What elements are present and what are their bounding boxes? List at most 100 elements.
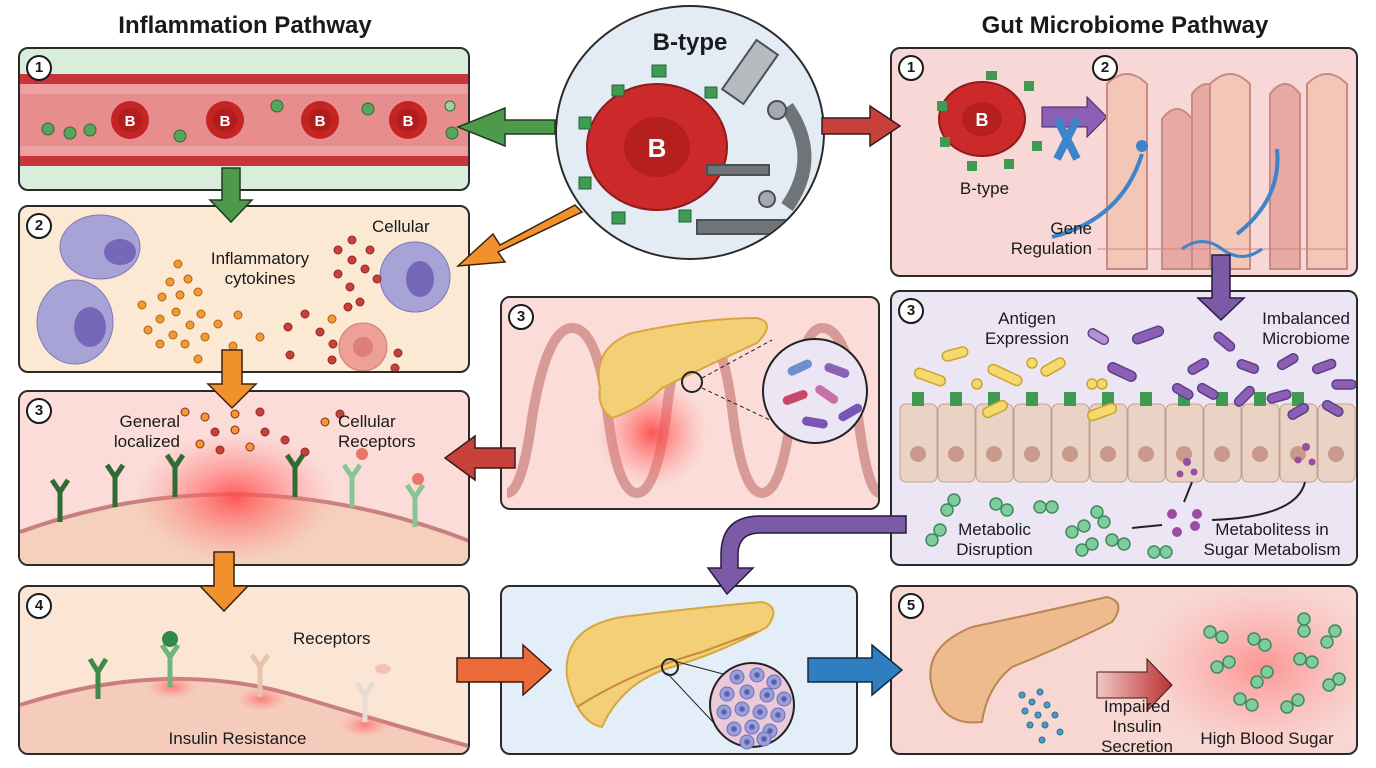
pancreas-icon: [565, 600, 775, 729]
macrophage-icon: [379, 241, 451, 313]
microscope-icon: [696, 38, 812, 235]
gut-step3-panel: 3 Antigen Expression Imbalanced Microbio…: [890, 290, 1358, 566]
pancreas-panel: [500, 585, 858, 755]
receptor-icons: [49, 453, 306, 522]
antigen-icon: [1254, 392, 1266, 406]
impaired-insulin-secretion-label: Impaired Insulin Secretion: [1101, 697, 1173, 755]
step-number-badge: 2: [1092, 55, 1118, 81]
gene-regulation-arrow-icon: [1051, 153, 1144, 239]
macrophage-icon: [36, 279, 114, 365]
epithelial-cells: [899, 392, 1356, 483]
purple-arrow-curved: [706, 515, 907, 596]
epithelial-cell: [1241, 403, 1280, 483]
receptor-icon: [164, 453, 186, 497]
damaged-cell-icon: [338, 322, 388, 371]
pancreas-islet-illustration: [565, 600, 795, 750]
step-number-badge: 5: [898, 593, 924, 619]
macrophage-icon: [59, 214, 141, 280]
blue-ribbon-icon: [1053, 117, 1081, 161]
antigen-icon: [950, 392, 962, 406]
damaged-pancreas-icon: [929, 595, 1120, 724]
gene-regulation-arrow-icon: [1235, 148, 1280, 236]
insulin-bound-receptor-icon: [159, 643, 181, 687]
bound-receptor-icons: [341, 463, 426, 527]
inflammation-pathway-title: Inflammation Pathway: [118, 12, 372, 39]
inflammation-step1-panel: 1 B B B B: [18, 47, 470, 191]
harmful-bacteria-icons: [1087, 325, 1356, 420]
svg-text:B: B: [315, 113, 326, 130]
b-type-title: B-type: [652, 29, 728, 56]
svg-text:B: B: [648, 133, 667, 163]
insulin-dots: [1018, 688, 1064, 744]
red-blood-cell-icon: B: [206, 101, 244, 139]
antigen-particles: [41, 99, 459, 143]
intestinal-villi: [1106, 73, 1348, 270]
epithelial-cell: [899, 403, 938, 483]
red-arrow-icon: [1096, 657, 1173, 713]
b-type-blood-cell-circle: B-type B: [555, 5, 825, 260]
cellular-label: Cellular: [372, 217, 430, 236]
receptor-icon: [49, 478, 71, 522]
red-arrow-right: [821, 104, 902, 148]
red-blood-cell-icon: B: [389, 101, 427, 139]
epithelial-cell: [1165, 403, 1204, 483]
step-number-badge: 3: [26, 398, 52, 424]
red-blood-cell-icon: B: [301, 101, 339, 139]
gut-step5-panel: 5 Impaired Insulin Secretion High Blood …: [890, 585, 1358, 755]
gut-b-type-label: B-type: [959, 179, 1010, 198]
gene-regulation-label: Gene Regulation: [1010, 219, 1092, 258]
insulin-resistance-illustration: [20, 631, 468, 753]
pancreas-intestine-illustration: [505, 316, 878, 499]
step-number-badge: 3: [508, 304, 534, 330]
step-number-badge: 1: [26, 55, 52, 81]
receptor-icon: [104, 463, 126, 507]
orange-cytokines: [137, 259, 337, 364]
epithelial-cell: [1317, 403, 1356, 483]
red-blood-cell-icon: B: [938, 81, 1026, 157]
svg-text:B: B: [220, 113, 231, 130]
red-blood-cell-icon: B: [586, 83, 728, 211]
antigen-icon: [1292, 392, 1304, 406]
cellular-receptors-label: Cellular Receptors: [338, 412, 416, 451]
gut-villi-illustration: B: [937, 71, 1348, 270]
center-step3-panel: 3: [500, 296, 880, 510]
green-arrow-left: [455, 106, 556, 148]
step-number-badge: 1: [898, 55, 924, 81]
metabolites-sugar-metabolism-label: Metabolitess in Sugar Metabolism: [1203, 520, 1341, 559]
immune-cells-illustration: [36, 214, 451, 371]
metabolite-dots: [1167, 443, 1316, 537]
antigen-icons: [578, 64, 718, 225]
gut-microbiome-pathway-title: Gut Microbiome Pathway: [981, 12, 1269, 39]
antigen-icons: [937, 71, 1042, 171]
step-number-badge: 4: [26, 593, 52, 619]
epithelial-cell: [1203, 403, 1242, 483]
metabolite-arrow-icon: [1211, 481, 1306, 521]
weak-receptor-icon: [249, 653, 271, 697]
high-blood-sugar-illustration: [929, 587, 1356, 752]
antigen-icon: [1026, 392, 1038, 406]
epithelial-cell: [975, 403, 1014, 483]
pancreas-icon: [597, 316, 768, 420]
center-illustration: B: [578, 38, 812, 235]
inflammation-step3-panel: 3 General localized Cellular Receptors: [18, 390, 470, 566]
antigen-expression-label: Antigen Expression: [984, 309, 1070, 348]
imbalanced-microbiome-label: Imbalanced Microbiome: [1262, 309, 1350, 348]
inflammatory-cytokines-label: Inflammatory cytokines: [210, 249, 310, 288]
receptors-label: Receptors: [293, 629, 371, 648]
general-localized-label: General localized: [113, 412, 180, 451]
epithelial-cell: [1013, 403, 1052, 483]
cell-membrane-illustration: [20, 407, 468, 564]
glucose-molecule-icons: [925, 493, 1173, 559]
inflammation-step4-panel: 4 Receptors Insulin Resistance: [18, 585, 470, 755]
gut-step1-2-panel: 1 2 B B-type Gene Regulation: [890, 47, 1358, 277]
metabolic-disruption-label: Metabolic Disruption: [956, 520, 1033, 559]
epithelial-cell: [937, 403, 976, 483]
antigen-icon: [912, 392, 924, 406]
red-blood-cell-icon: B: [111, 101, 149, 139]
microbiome-epithelium-illustration: [899, 325, 1356, 559]
svg-text:B: B: [403, 113, 414, 130]
islet-cells-magnified-circle: [709, 662, 795, 750]
epithelial-cell: [1051, 403, 1090, 483]
blood-vessel-illustration: B B B B: [20, 74, 468, 166]
svg-text:B: B: [125, 113, 136, 130]
